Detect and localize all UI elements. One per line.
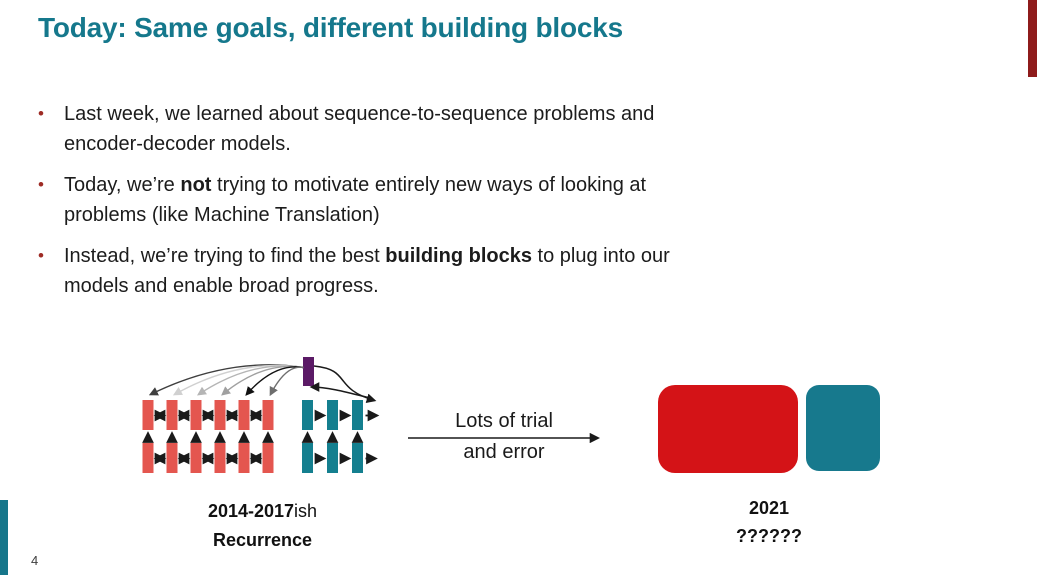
2021-caption-line1: 2021 (748, 498, 790, 518)
transition-label: Lots of trial and error (408, 406, 600, 468)
bullet-list: • Last week, we learned about sequence-t… (38, 99, 722, 312)
bullet-dot-icon: • (38, 175, 44, 194)
slide-title: Today: Same goals, different building bl… (38, 12, 623, 43)
bullet-dot-icon: • (38, 246, 44, 265)
attention-graphic (148, 357, 377, 403)
attention-vector (303, 357, 314, 386)
bottom-left-accent-bar (0, 500, 8, 575)
bullet-dot-icon: • (38, 104, 44, 123)
teal-2021-block (806, 385, 880, 471)
recurrence-caption-line2: Recurrence (212, 530, 313, 550)
recurrence-caption: 2014-2017ish Recurrence (140, 497, 385, 555)
recurrence-caption-line1: 2014-2017ish (207, 501, 318, 521)
transition-label-line1: Lots of trial (455, 410, 553, 432)
2021-blocks-graphic (658, 385, 880, 473)
bullet-text: Instead, we’re trying to find the best b… (64, 245, 670, 297)
2021-caption: 2021 ?????? (656, 494, 882, 550)
transition-label-line2: and error (463, 441, 545, 463)
bullet-item: • Today, we’re not trying to motivate en… (38, 170, 722, 230)
rnn-attention-diagram (142, 357, 880, 473)
red-2021-block (658, 385, 798, 473)
bullet-text: Last week, we learned about sequence-to-… (64, 103, 655, 155)
2021-caption-line2: ?????? (736, 526, 802, 546)
bullet-text: Today, we’re not trying to motivate enti… (64, 174, 647, 226)
page-number: 4 (31, 553, 39, 568)
top-right-accent-bar (1028, 0, 1037, 77)
bullet-item: • Last week, we learned about sequence-t… (38, 99, 722, 159)
bullet-item: • Instead, we’re trying to find the best… (38, 241, 722, 301)
encoder-stack-graphic (142, 400, 274, 473)
decoder-stack-graphic (301, 400, 380, 473)
